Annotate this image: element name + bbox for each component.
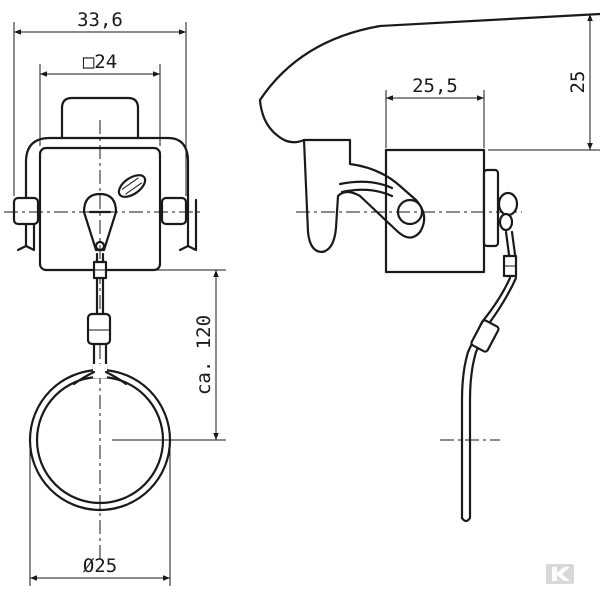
overall-width-dim: 33,6: [77, 9, 123, 31]
k-logo-watermark: [546, 564, 574, 584]
ring-diameter-dim: Ø25: [83, 555, 117, 577]
front-view: 33,6 □24 ca. 120 Ø25: [4, 9, 226, 586]
side-height-dim: 25: [567, 71, 589, 94]
side-depth-dim: 25,5: [412, 75, 458, 97]
side-view: 25 25,5: [258, 12, 600, 523]
square-size-dim: □24: [83, 51, 117, 73]
cable-length-dim: ca. 120: [193, 315, 215, 395]
